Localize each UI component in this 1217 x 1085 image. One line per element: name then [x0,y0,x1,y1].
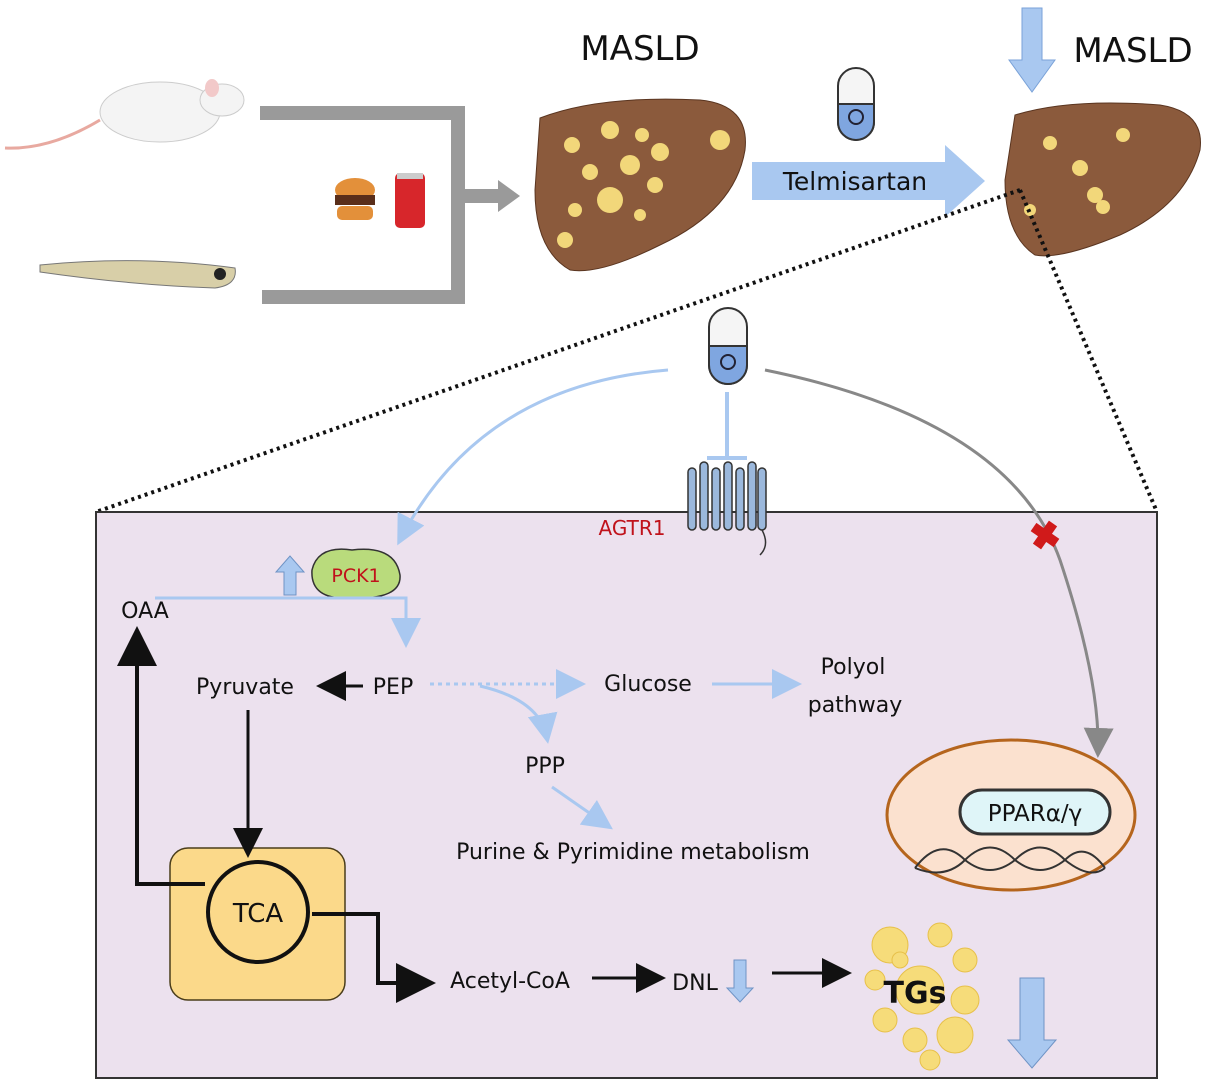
dna-icon [914,846,1106,874]
blocked-x-icon [1030,520,1060,550]
acetyl-coa-label: Acetyl-CoA [450,969,570,994]
telmisartan-pill-icon [837,67,875,141]
tca-cycle-icon [206,860,310,964]
lipid-droplets-icon [864,922,980,1071]
tca-to-acetylcoa-arrow [312,912,436,1003]
burger-icon [335,178,375,220]
rat-icon [4,79,245,150]
polyol-label-2: pathway [808,693,903,718]
ppp-label: PPP [525,754,565,779]
oaa-to-pep-arrow [155,596,421,648]
fatty-liver-icon [534,98,746,272]
tca-to-oaa-arrow [117,626,205,886]
polyol-label-1: Polyol [821,655,886,680]
agtr1-receptor-icon [687,461,767,556]
zebrafish-icon [39,260,236,289]
pep-to-ppp-arrow [479,684,558,744]
glucose-label: Glucose [604,672,692,697]
decrease-arrow-icon [1008,7,1056,93]
pyruvate-label: Pyruvate [196,675,294,700]
telmisartan-label: Telmisartan [782,167,927,196]
zoom-lines [95,188,1159,514]
inhibition-line [707,392,747,460]
improved-liver-icon [1004,102,1201,257]
agtr1-label: AGTR1 [599,516,666,540]
activation-arrow-pck1 [397,368,669,546]
pck1-label: PCK1 [331,565,380,587]
pep-label: PEP [373,675,413,700]
tgs-label: TGs [884,976,947,1011]
increase-arrow-icon [274,555,306,596]
tgs-decrease-arrow-icon [1006,977,1058,1069]
soda-can-icon [395,173,425,228]
dnl-label: DNL [672,971,718,996]
ppar-box [958,788,1112,836]
telmisartan-pill-icon-2 [708,307,748,385]
masld-label-right: MASLD [1073,31,1192,71]
bracket-arrow [260,106,500,304]
masld-label-left: MASLD [580,29,699,69]
purine-label: Purine & Pyrimidine metabolism [456,840,810,865]
dnl-decrease-arrow-icon [725,959,755,1003]
telmisartan-arrow: Telmisartan [752,145,985,217]
tca-label: TCA [232,899,284,929]
oaa-label: OAA [121,599,169,624]
ppar-label: PPARα/γ [988,801,1083,827]
ppp-to-purine-arrow [551,785,613,830]
